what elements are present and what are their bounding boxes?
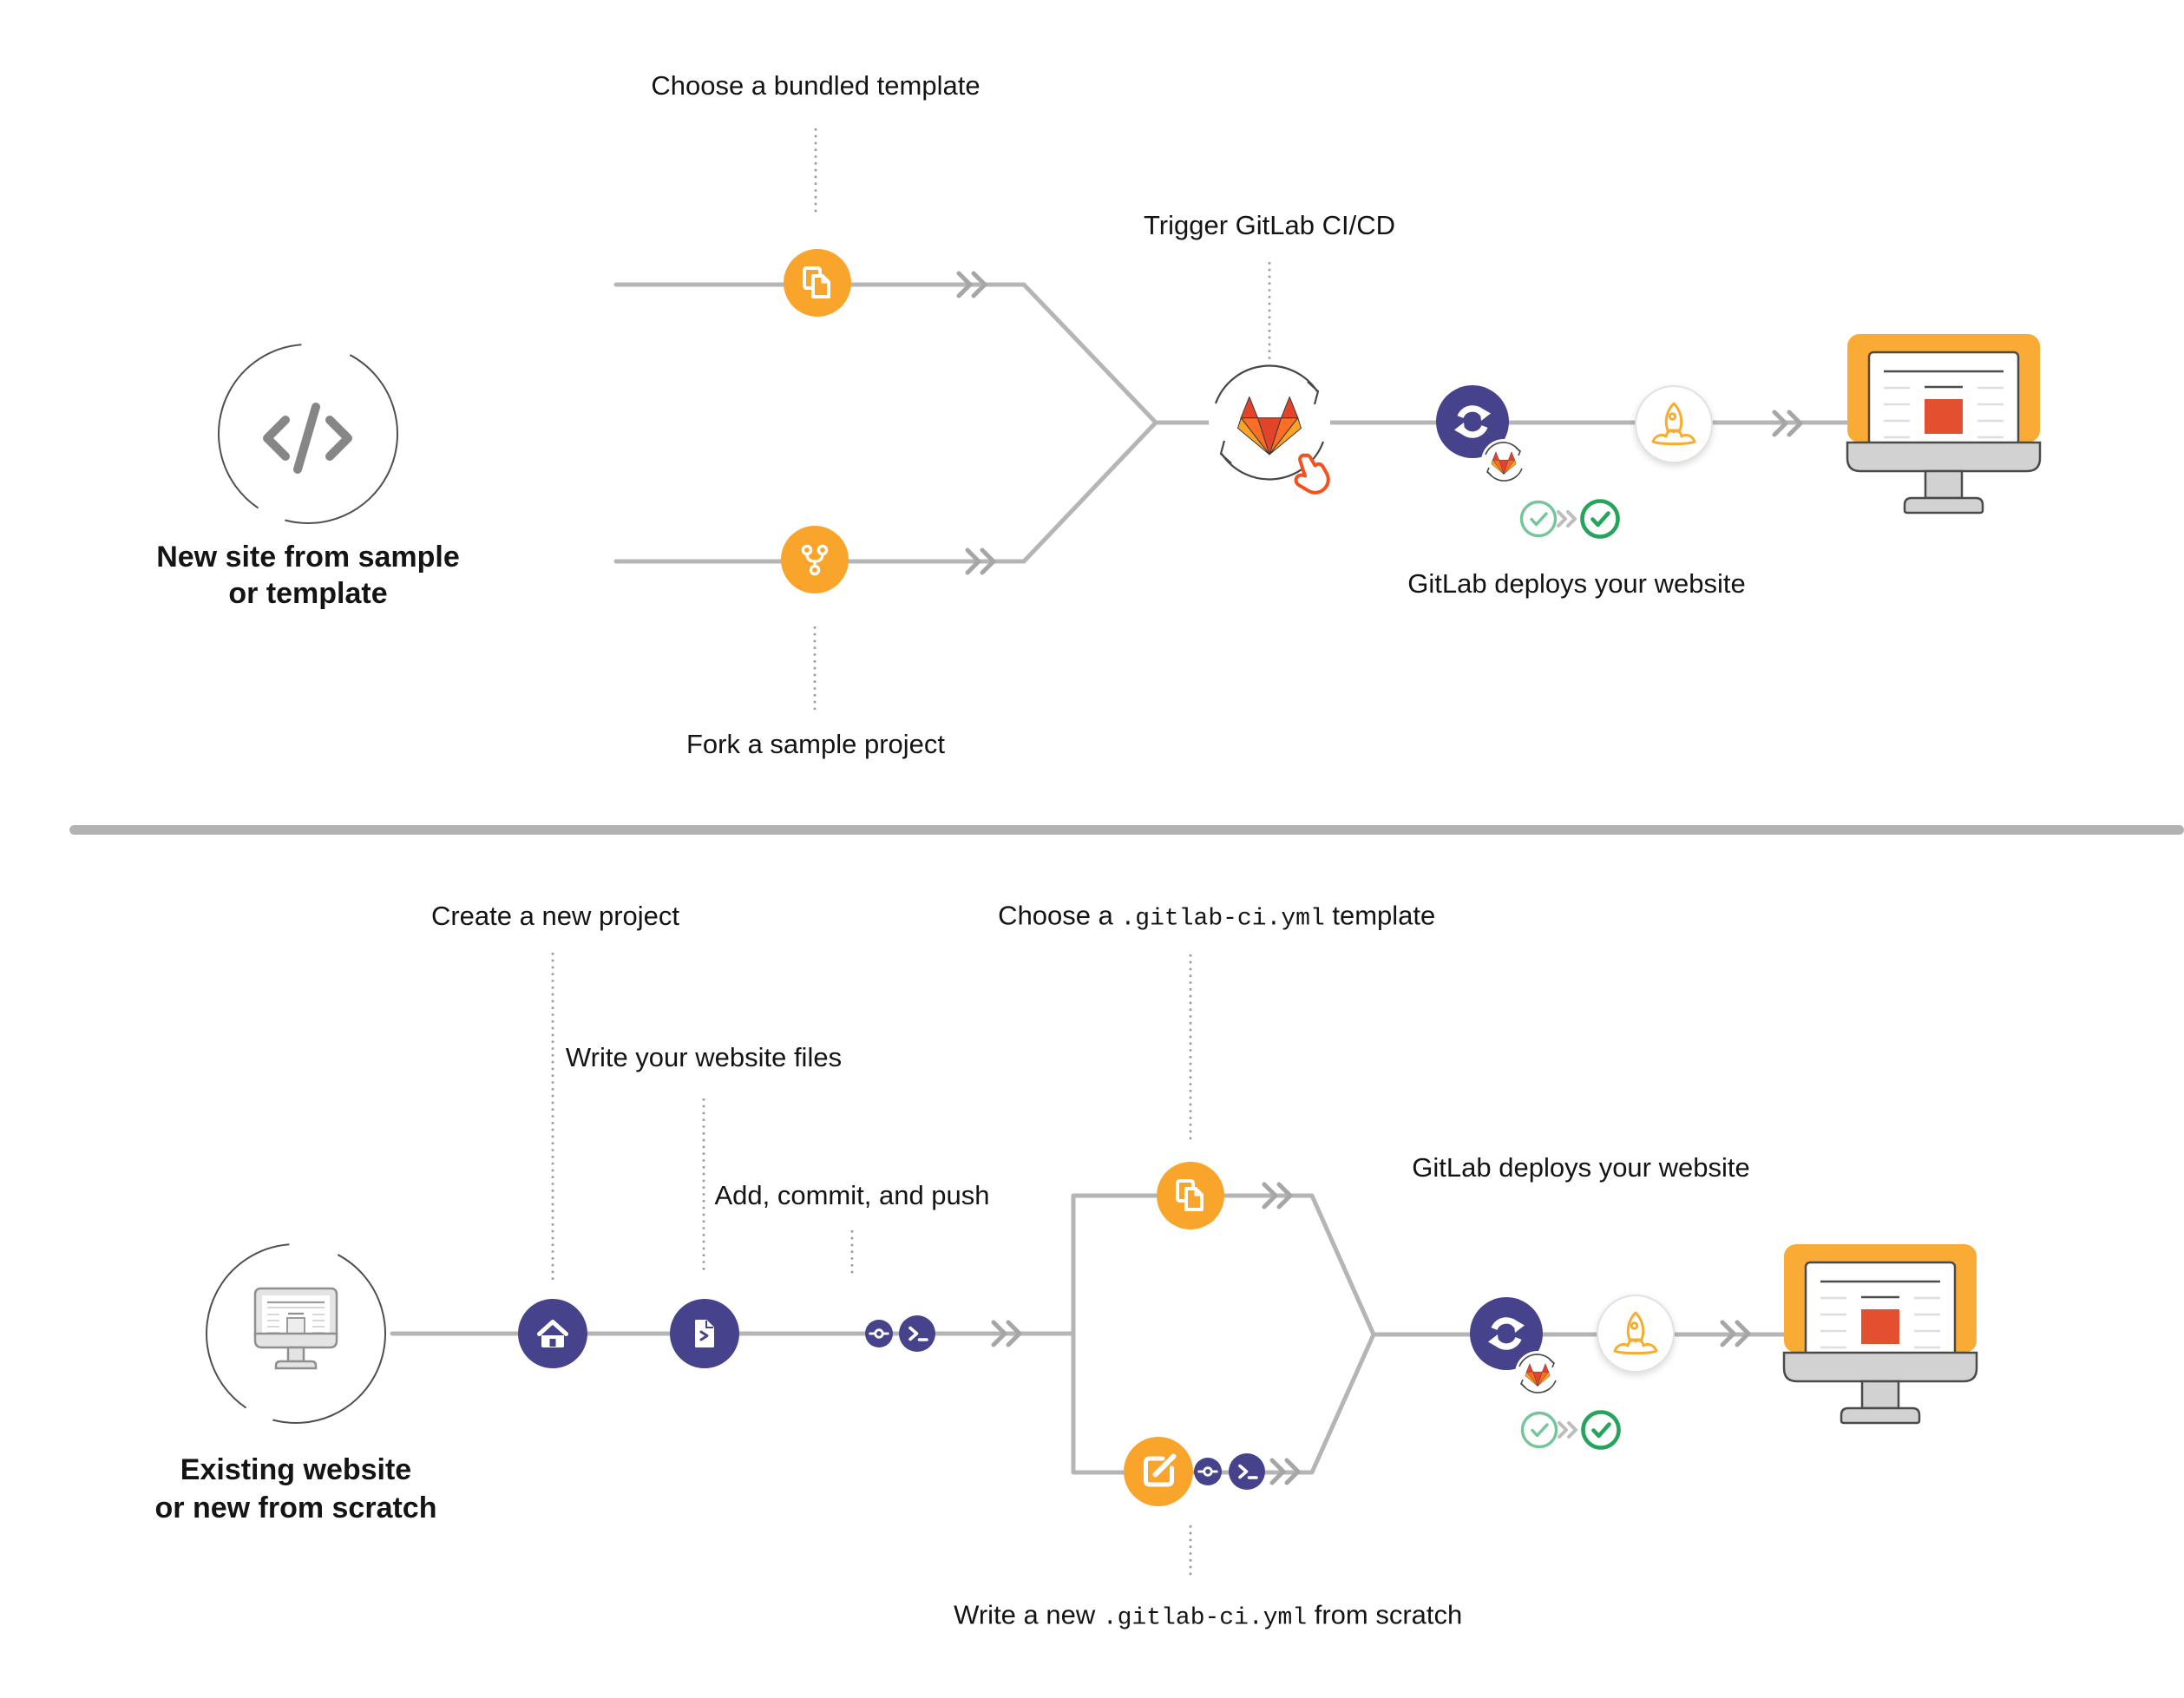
commit-icon-2 bbox=[1192, 1456, 1223, 1487]
top-source-title-line2: or template bbox=[228, 577, 388, 610]
pipeline-checks-bottom bbox=[1520, 1406, 1628, 1454]
label-fork-sample-project: Fork a sample project bbox=[685, 729, 946, 759]
gitlab-trigger-icon bbox=[1209, 362, 1330, 495]
edit-yml-icon bbox=[1124, 1437, 1193, 1506]
label-write-ci-from-scratch: Write a new .gitlab-ci.yml from scratch bbox=[924, 1569, 1463, 1663]
label-create-new-project: Create a new project bbox=[430, 901, 680, 931]
bottom-source-title-line1: Existing website bbox=[180, 1453, 412, 1486]
home-new-project-icon bbox=[518, 1299, 587, 1368]
rocket-launch-icon-top bbox=[1635, 385, 1713, 463]
label-deploy-bottom: GitLab deploys your website bbox=[1412, 1152, 1750, 1183]
pipeline-checks-top bbox=[1519, 495, 1627, 543]
label-deploy-top: GitLab deploys your website bbox=[1407, 568, 1746, 599]
gitlab-badge-icon-top bbox=[1481, 439, 1526, 484]
label-choose-ci-prefix: Choose a bbox=[998, 900, 1121, 931]
label-add-commit-push: Add, commit, and push bbox=[714, 1180, 990, 1210]
label-write-ci-suffix: from scratch bbox=[1307, 1599, 1463, 1630]
gitlab-badge-icon-bottom bbox=[1515, 1351, 1560, 1396]
label-write-ci-prefix: Write a new bbox=[954, 1599, 1103, 1630]
commit-icon-1 bbox=[863, 1318, 895, 1349]
flow-line-top-branch-b bbox=[613, 420, 1158, 564]
label-choose-ci-template: Choose a .gitlab-ci.yml template bbox=[968, 869, 1436, 964]
label-choose-ci-code: .gitlab-ci.yml bbox=[1120, 905, 1325, 933]
label-write-ci-code: .gitlab-ci.yml bbox=[1102, 1604, 1308, 1632]
label-choose-ci-suffix: template bbox=[1324, 900, 1436, 931]
section-divider bbox=[69, 825, 2184, 835]
copy-template-icon-bottom bbox=[1157, 1162, 1224, 1229]
deployed-monitor-icon-top bbox=[1846, 332, 2042, 515]
file-code-icon bbox=[670, 1299, 739, 1368]
existing-website-icon bbox=[206, 1243, 386, 1424]
bottom-source-title-line2: or new from scratch bbox=[154, 1491, 437, 1524]
terminal-icon-2 bbox=[1227, 1452, 1267, 1491]
ci-sync-icon-bottom bbox=[1470, 1297, 1543, 1370]
terminal-icon-1 bbox=[897, 1314, 937, 1354]
label-write-website-files: Write your website files bbox=[565, 1042, 843, 1072]
ci-sync-icon-top bbox=[1436, 385, 1509, 458]
rocket-launch-icon-bottom bbox=[1597, 1295, 1675, 1373]
top-source-title-line1: New site from sample bbox=[156, 541, 460, 574]
hand-pointer-icon bbox=[1294, 453, 1330, 495]
label-leader-lines bbox=[551, 128, 1271, 1577]
code-source-icon bbox=[218, 344, 398, 524]
fork-icon bbox=[781, 526, 849, 593]
deployed-monitor-icon-bottom bbox=[1782, 1242, 1978, 1425]
label-choose-bundled-template: Choose a bundled template bbox=[651, 70, 981, 101]
label-trigger-cicd: Trigger GitLab CI/CD bbox=[1144, 210, 1395, 240]
copy-template-icon bbox=[784, 249, 851, 317]
